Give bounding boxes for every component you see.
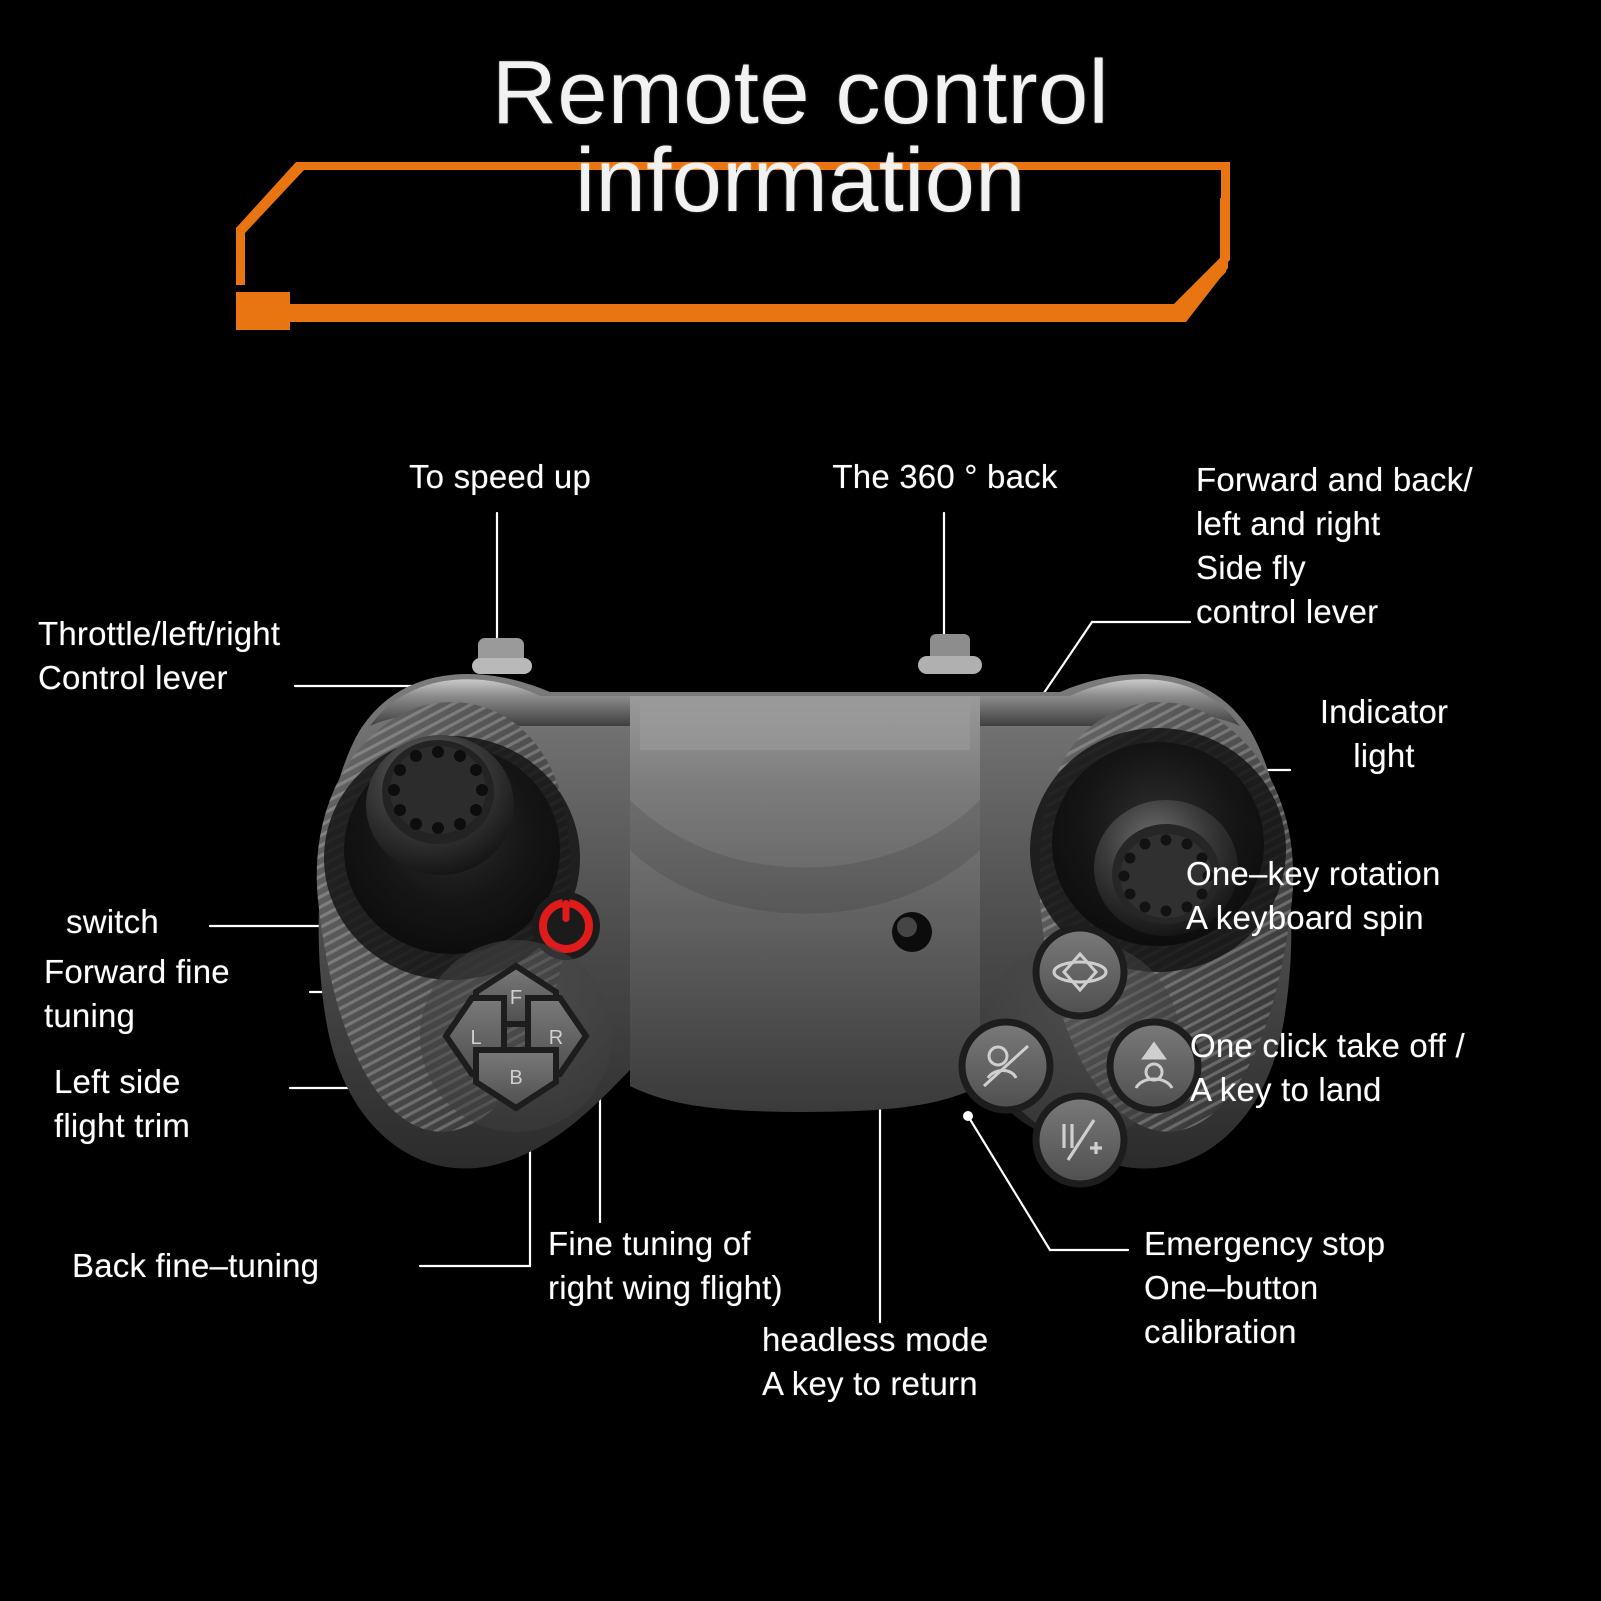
title-banner-frame bbox=[228, 144, 1238, 330]
indicator-led bbox=[892, 912, 932, 952]
callout-left-side-flight-trim: Left side flight trim bbox=[54, 1063, 191, 1144]
svg-text:L: L bbox=[470, 1027, 481, 1049]
callout-forward-back-side-fly: Forward and back/ left and right Side fl… bbox=[1196, 461, 1473, 630]
callout-switch: switch bbox=[66, 903, 159, 940]
right-joystick bbox=[1030, 728, 1286, 972]
callout-headless-mode: headless mode A key to return bbox=[762, 1321, 989, 1402]
left-antenna-nub bbox=[472, 638, 532, 674]
dpad-group: F L R B bbox=[420, 940, 612, 1132]
callout-fine-tuning-right-wing: Fine tuning of right wing flight) bbox=[548, 1225, 783, 1306]
callout-one-click-take-off: One click take off / A key to land bbox=[1190, 1027, 1465, 1108]
callout-back-fine-tuning: Back fine–tuning bbox=[72, 1247, 320, 1284]
page-title-line-1: Remote control bbox=[491, 43, 1110, 143]
one-key-rotation-button bbox=[1032, 924, 1128, 1020]
dpad-back-button: B bbox=[473, 1047, 559, 1112]
page-header: Remote control information bbox=[0, 43, 1601, 330]
callout-forward-fine-tuning: Forward fine tuning bbox=[44, 953, 230, 1034]
callout-emergency-stop: Emergency stop One–button calibration bbox=[1144, 1225, 1386, 1350]
drone-remote-controller: F L R B bbox=[300, 600, 1310, 1220]
svg-text:B: B bbox=[509, 1067, 522, 1089]
svg-text:F: F bbox=[510, 987, 522, 1009]
left-joystick bbox=[324, 735, 580, 980]
right-button-cluster bbox=[958, 924, 1202, 1188]
callout-to-speed-up: To speed up bbox=[408, 458, 591, 495]
power-button bbox=[532, 892, 600, 960]
page-title-line-2: information bbox=[575, 130, 1026, 231]
page-title: Remote control information bbox=[0, 43, 1601, 231]
callout-one-key-rotation: One–key rotation A keyboard spin bbox=[1186, 855, 1441, 936]
callout-indicator-light: Indicator light bbox=[1319, 693, 1449, 774]
headless-mode-button bbox=[958, 1018, 1054, 1114]
callout-throttle-control-lever: Throttle/left/right Control lever bbox=[38, 615, 281, 696]
emergency-stop-button bbox=[1032, 1092, 1128, 1188]
takeoff-land-button bbox=[1106, 1018, 1202, 1114]
right-antenna-nub bbox=[918, 634, 982, 674]
callout-the-360-back: The 360 ° back bbox=[832, 458, 1058, 495]
svg-text:R: R bbox=[549, 1027, 563, 1049]
